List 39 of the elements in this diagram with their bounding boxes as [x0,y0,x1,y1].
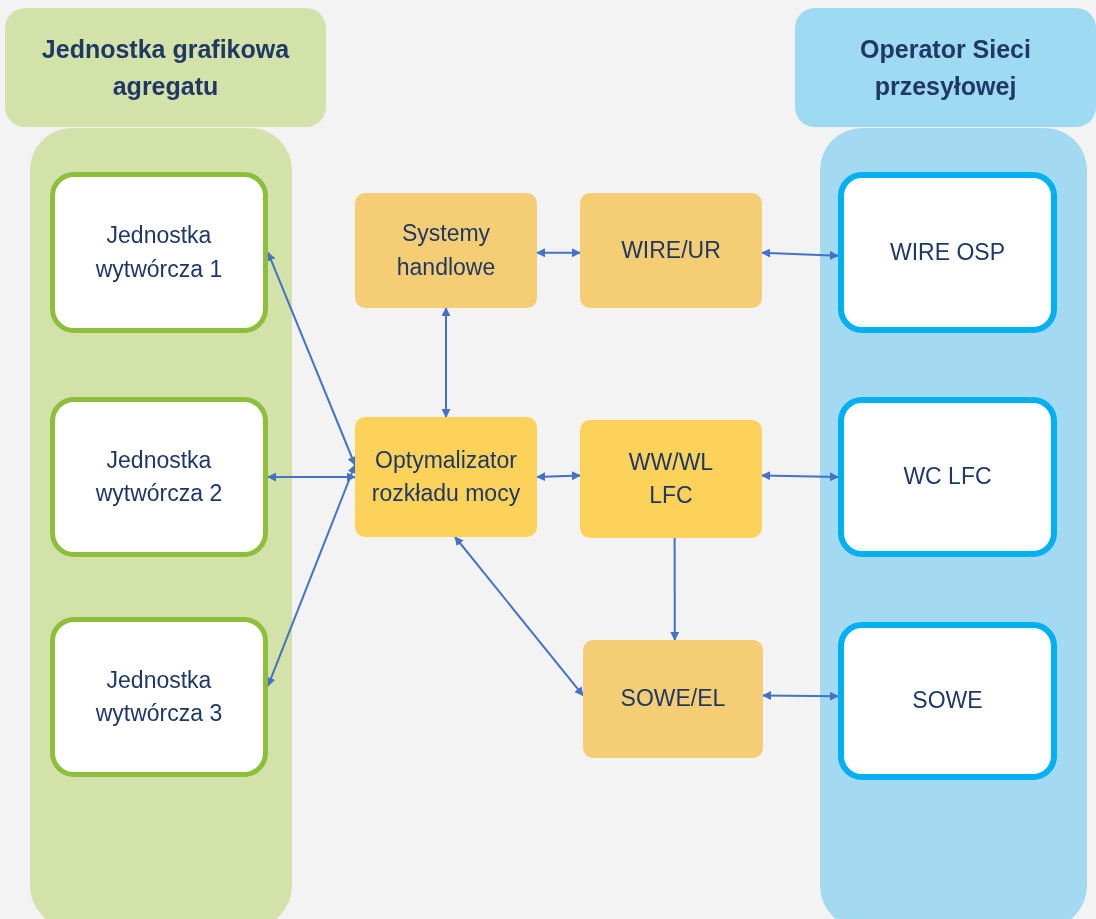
node-label: Systemy handlowe [395,219,497,282]
unit-box [50,172,268,333]
node-label: WIRE OSP [890,237,1005,267]
node-label: Optymalizator rozkładu mocy [370,445,522,508]
node-label: Operator Sieci przesyłowej [859,34,1032,102]
process-box [580,420,762,538]
arrow [762,691,839,701]
group-panel [30,128,292,919]
process-box [355,417,537,537]
arrow [267,472,356,482]
node-label: WC LFC [903,462,992,492]
system-box [580,193,762,308]
arrow [761,471,839,482]
arrow [761,248,839,260]
arrow [454,536,584,697]
node-label: Jednostka grafikowa agregatu [40,34,291,102]
unit-box [838,622,1057,780]
node-label: Jednostka wytwórcza 2 [94,445,224,508]
unit-box [838,397,1057,557]
system-box [355,193,537,308]
node-label: WW/WL LFC [627,447,715,510]
system-box [583,640,763,758]
group-header [795,8,1096,127]
node-label: WIRE/UR [621,235,721,265]
group-panel [820,128,1087,919]
node-label: SOWE [912,686,983,716]
unit-box [838,172,1057,333]
unit-box [50,617,268,777]
arrow [441,307,451,418]
node-label: Jednostka wytwórcza 3 [94,665,224,728]
group-header [5,8,326,127]
arrow [670,537,680,641]
arrow [266,464,357,687]
node-label: Jednostka wytwórcza 1 [94,221,224,284]
arrow [266,251,357,466]
arrow [536,471,581,482]
node-label: SOWE/EL [620,684,726,714]
arrow [536,248,581,258]
unit-box [50,397,268,557]
